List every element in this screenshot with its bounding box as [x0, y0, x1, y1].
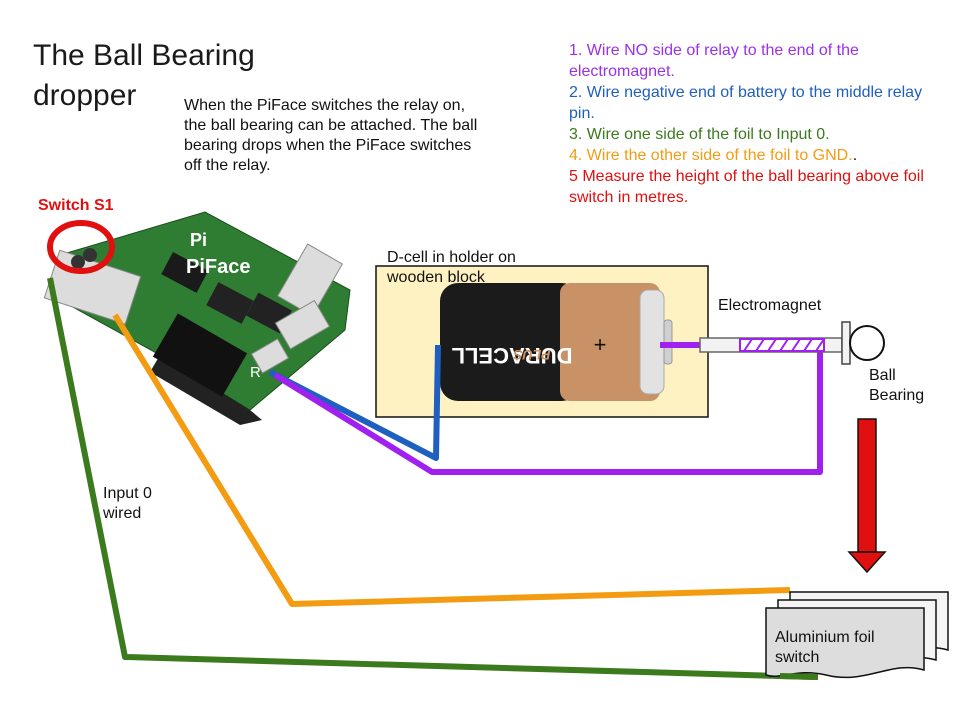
- ball-bearing-label: Ball Bearing: [869, 367, 925, 404]
- battery-plus-text: PLUS: [513, 347, 551, 363]
- switch-s1-ring: [47, 220, 115, 274]
- piface-board: Pi PiFace R: [43, 211, 351, 425]
- instruction-step-4: 4. Wire the other side of the foil to GN…: [569, 145, 929, 166]
- instruction-step-1: 1. Wire NO side of relay to the end of t…: [569, 42, 859, 80]
- input0-label: Input 0 wired: [103, 485, 152, 522]
- instruction-step-4-suffix: .: [852, 147, 858, 164]
- instruction-step-2: 2. Wire negative end of battery to the m…: [569, 84, 923, 122]
- electromagnet-label: Electromagnet: [718, 297, 822, 314]
- ball-bearing: [849, 325, 885, 361]
- piface-label: PiFace: [186, 256, 250, 278]
- page-title: The Ball Bearing dropper: [33, 39, 255, 112]
- foil-switch-label: Aluminium foil switch: [775, 629, 875, 666]
- wire-green: [47, 277, 816, 680]
- battery: + DURACELL PLUS: [440, 283, 673, 401]
- battery-brand-text: DURACELL: [452, 343, 573, 368]
- intro-text: When the PiFace switches the relay on, t…: [184, 97, 478, 174]
- wire-orange: [112, 313, 791, 607]
- switch-s1-label: Switch S1: [38, 197, 114, 214]
- pi-logo: Pi: [190, 230, 207, 250]
- instruction-list: 1. Wire NO side of relay to the end of t…: [569, 40, 929, 208]
- instruction-step-3: 3. Wire one side of the foil to Input 0.: [569, 126, 830, 143]
- drop-arrow: [847, 418, 887, 574]
- foil-switch: [765, 591, 949, 679]
- wire-green-end: [779, 673, 819, 680]
- electromagnet: [699, 321, 851, 365]
- wire-blue: [268, 344, 441, 461]
- battery-plus-sign: +: [594, 332, 607, 357]
- instruction-step-5: 5 Measure the height of the ball bearing…: [569, 168, 924, 206]
- dcell-label: D-cell in holder on wooden block: [387, 249, 516, 286]
- instruction-step-4-text: 4. Wire the other side of the foil to GN…: [569, 147, 853, 164]
- relay-marker: R: [250, 364, 261, 381]
